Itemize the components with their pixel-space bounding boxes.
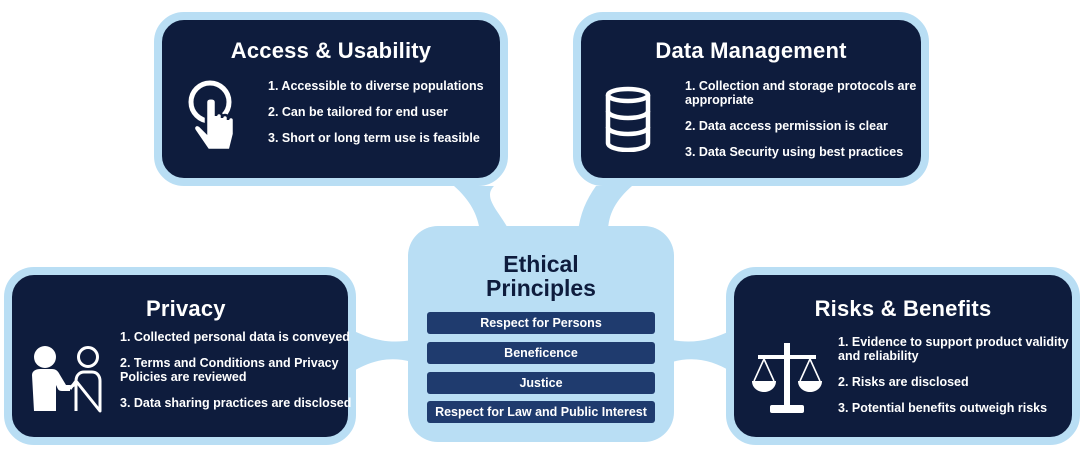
connector-risks: [672, 330, 732, 372]
list-item: 1. Collection and storage protocols are …: [685, 79, 917, 107]
list-item: 1. Collected personal data is conveyed: [120, 330, 350, 344]
connector-privacy: [352, 330, 412, 372]
database-icon: [603, 86, 653, 157]
principle-beneficence: Beneficence: [427, 342, 655, 364]
list-item: 3. Data sharing practices are disclosed: [120, 396, 352, 410]
list-item: 3. Data Security using best practices: [685, 145, 904, 159]
connector-access: [454, 186, 510, 232]
data-management-card: Data Management 1. Collection and storag…: [573, 12, 929, 186]
list-item: 3. Potential benefits outweigh risks: [838, 401, 1048, 415]
privacy-card: Privacy 1. Collected personal data is co…: [4, 267, 356, 445]
touch-hand-icon: [184, 78, 244, 163]
access-usability-card: Access & Usability 1. Accessible to dive…: [154, 12, 508, 186]
risks-benefits-title: Risks & Benefits: [814, 296, 992, 321]
hub-title-line1: Ethical: [503, 251, 579, 277]
privacy-list: 1. Collected personal data is conveyed 2…: [120, 330, 352, 422]
balance-scale-icon: [750, 341, 824, 422]
data-management-list: 1. Collection and storage protocols are …: [685, 79, 925, 171]
list-item: 2. Can be tailored for end user: [268, 105, 448, 119]
risks-benefits-card: Risks & Benefits 1. Evidence to support …: [726, 267, 1080, 445]
handshake-people-icon: [28, 345, 104, 418]
data-management-title: Data Management: [655, 38, 847, 63]
hub-title-line2: Principles: [486, 275, 596, 301]
privacy-title: Privacy: [146, 296, 226, 321]
list-item: 1. Accessible to diverse populations: [268, 79, 484, 93]
access-usability-title: Access & Usability: [230, 38, 432, 63]
principle-justice: Justice: [427, 372, 655, 394]
principle-respect-for-law: Respect for Law and Public Interest: [427, 401, 655, 423]
hub-title: Ethical Principles: [408, 252, 674, 300]
ethical-principles-hub: Ethical Principles Respect for Persons B…: [408, 226, 674, 442]
list-item: 2. Terms and Conditions and Privacy Poli…: [120, 356, 339, 384]
principle-respect-for-persons: Respect for Persons: [427, 312, 655, 334]
connector-data: [578, 186, 632, 232]
access-usability-list: 1. Accessible to diverse populations 2. …: [268, 79, 500, 157]
risks-benefits-list: 1. Evidence to support product validity …: [838, 335, 1070, 427]
list-item: 2. Risks are disclosed: [838, 375, 969, 389]
list-item: 3. Short or long term use is feasible: [268, 131, 480, 145]
list-item: 2. Data access permission is clear: [685, 119, 888, 133]
list-item: 1. Evidence to support product validity …: [838, 335, 1069, 363]
